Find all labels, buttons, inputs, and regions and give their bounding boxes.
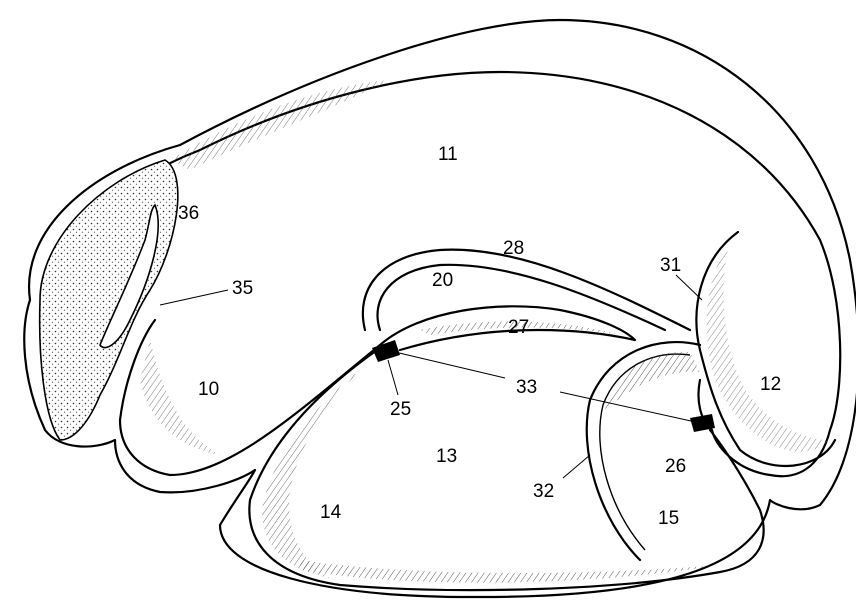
region-14-shade xyxy=(262,360,370,578)
foramen-25 xyxy=(372,340,400,362)
label-13: 13 xyxy=(436,446,457,467)
leader-25 xyxy=(388,360,398,395)
label-12: 12 xyxy=(760,374,781,395)
leader-32 xyxy=(563,455,590,478)
hemisphere-shading-top xyxy=(170,80,390,170)
label-26: 26 xyxy=(665,456,686,477)
label-15: 15 xyxy=(658,508,679,529)
label-28: 28 xyxy=(503,238,524,259)
region-13-outline xyxy=(249,348,763,590)
label-32: 32 xyxy=(533,481,554,502)
leader-31 xyxy=(676,275,702,300)
label-20: 20 xyxy=(432,270,453,291)
label-11: 11 xyxy=(438,144,458,165)
leader-33-right xyxy=(560,392,700,423)
label-35: 35 xyxy=(232,278,253,299)
label-33: 33 xyxy=(516,377,537,398)
label-25: 25 xyxy=(390,399,411,420)
leader-35 xyxy=(160,290,228,305)
label-27: 27 xyxy=(508,317,529,338)
outer-membrane xyxy=(24,20,856,597)
leader-33-left xyxy=(395,352,505,378)
region-14-shade-base xyxy=(300,560,720,583)
label-36: 36 xyxy=(178,203,199,224)
label-10: 10 xyxy=(198,379,219,400)
lobe-12-shade xyxy=(707,240,830,452)
label-31: 31 xyxy=(660,255,681,276)
label-14: 14 xyxy=(320,502,342,523)
